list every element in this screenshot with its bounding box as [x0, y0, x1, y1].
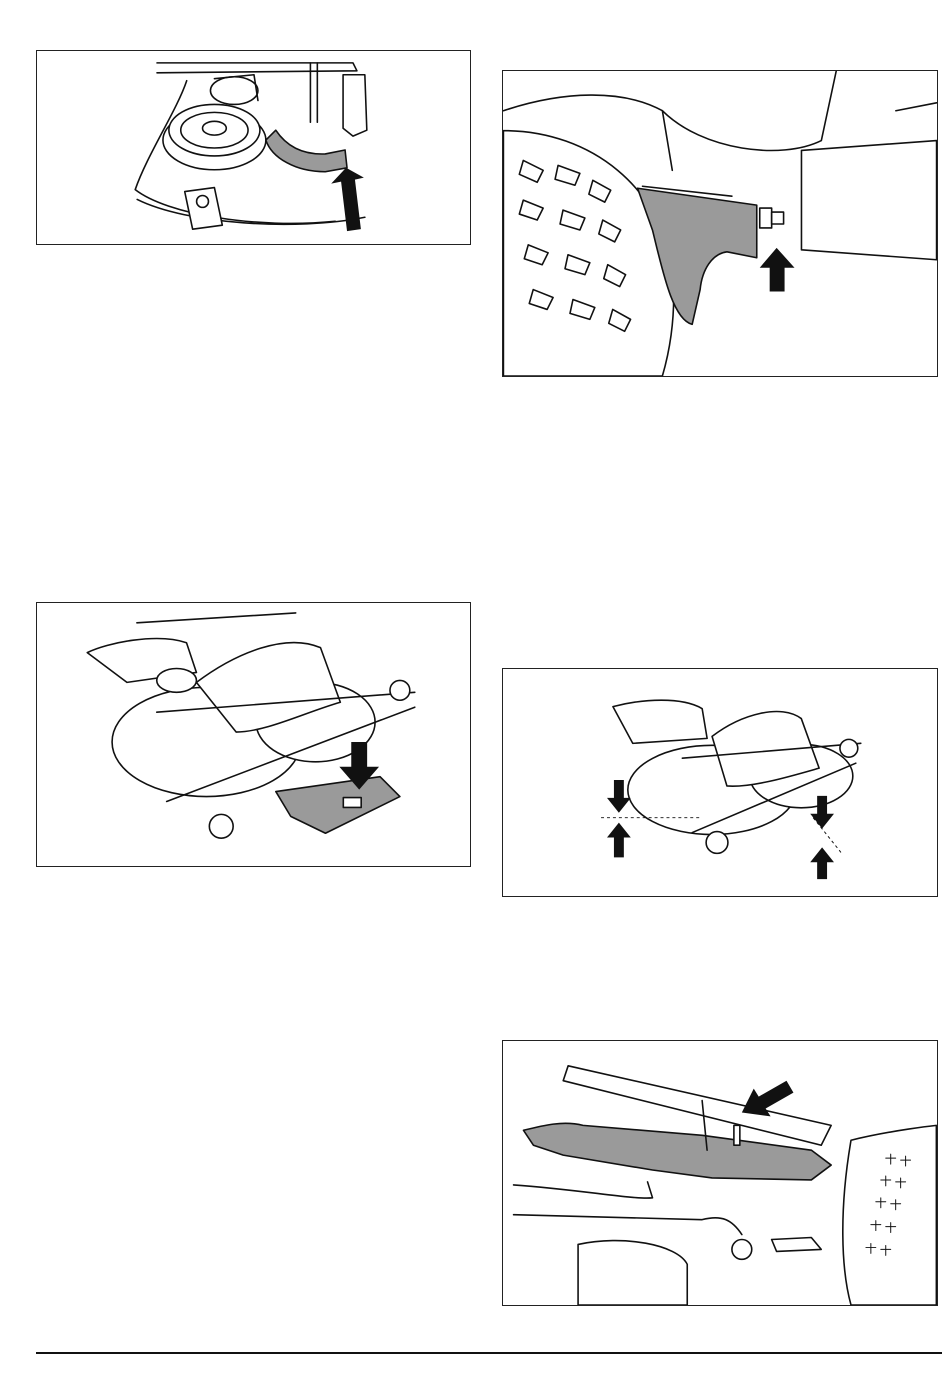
mower-deck-level-arrows-illustration [503, 669, 937, 896]
up-arrow-icon [760, 248, 795, 292]
figure-wheel-bracket [502, 70, 938, 377]
figure-deck-level [502, 668, 938, 897]
figure-belt-tensioner [36, 50, 471, 245]
figure-deck-block [36, 602, 471, 867]
mower-deck-block-down-arrow-illustration [37, 603, 470, 866]
up-arrow-icon [810, 847, 834, 879]
figure-deck-chain [502, 1040, 938, 1306]
page-footer-rule [36, 1352, 942, 1354]
up-arrow-icon [607, 823, 631, 858]
wheel-bracket-up-arrow-illustration [503, 71, 937, 376]
deck-lift-chain-arrow-illustration [503, 1041, 937, 1305]
down-arrow-icon [607, 780, 631, 813]
pulley-lever-up-arrow-illustration [37, 51, 470, 244]
